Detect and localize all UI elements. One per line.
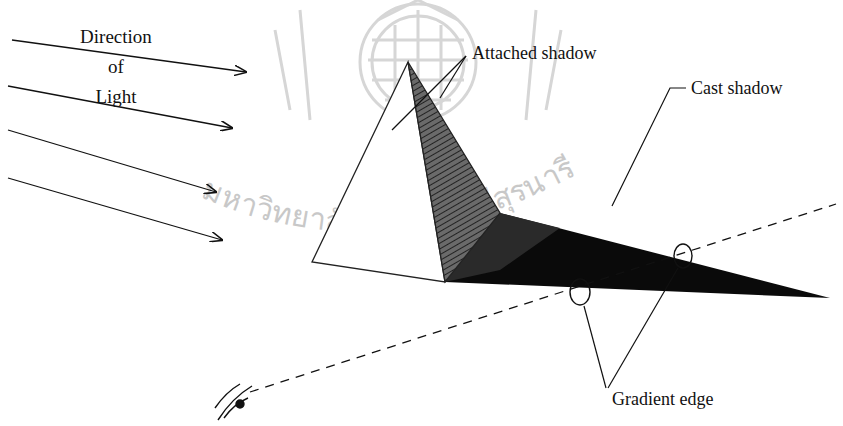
- attached-shadow-face: [408, 62, 500, 282]
- leader-lines: [392, 56, 686, 388]
- sight-line: [250, 204, 836, 392]
- pyramid: [312, 62, 830, 298]
- cast-shadow-label: Cast shadow: [691, 77, 783, 99]
- cast-shadow: [445, 213, 830, 298]
- eye: [215, 384, 252, 420]
- direction-label: Direction of Light: [68, 22, 164, 112]
- gradient-edge-label: Gradient edge: [612, 388, 713, 410]
- attached-shadow-label: Attached shadow: [472, 42, 596, 64]
- light-rays: [8, 40, 246, 240]
